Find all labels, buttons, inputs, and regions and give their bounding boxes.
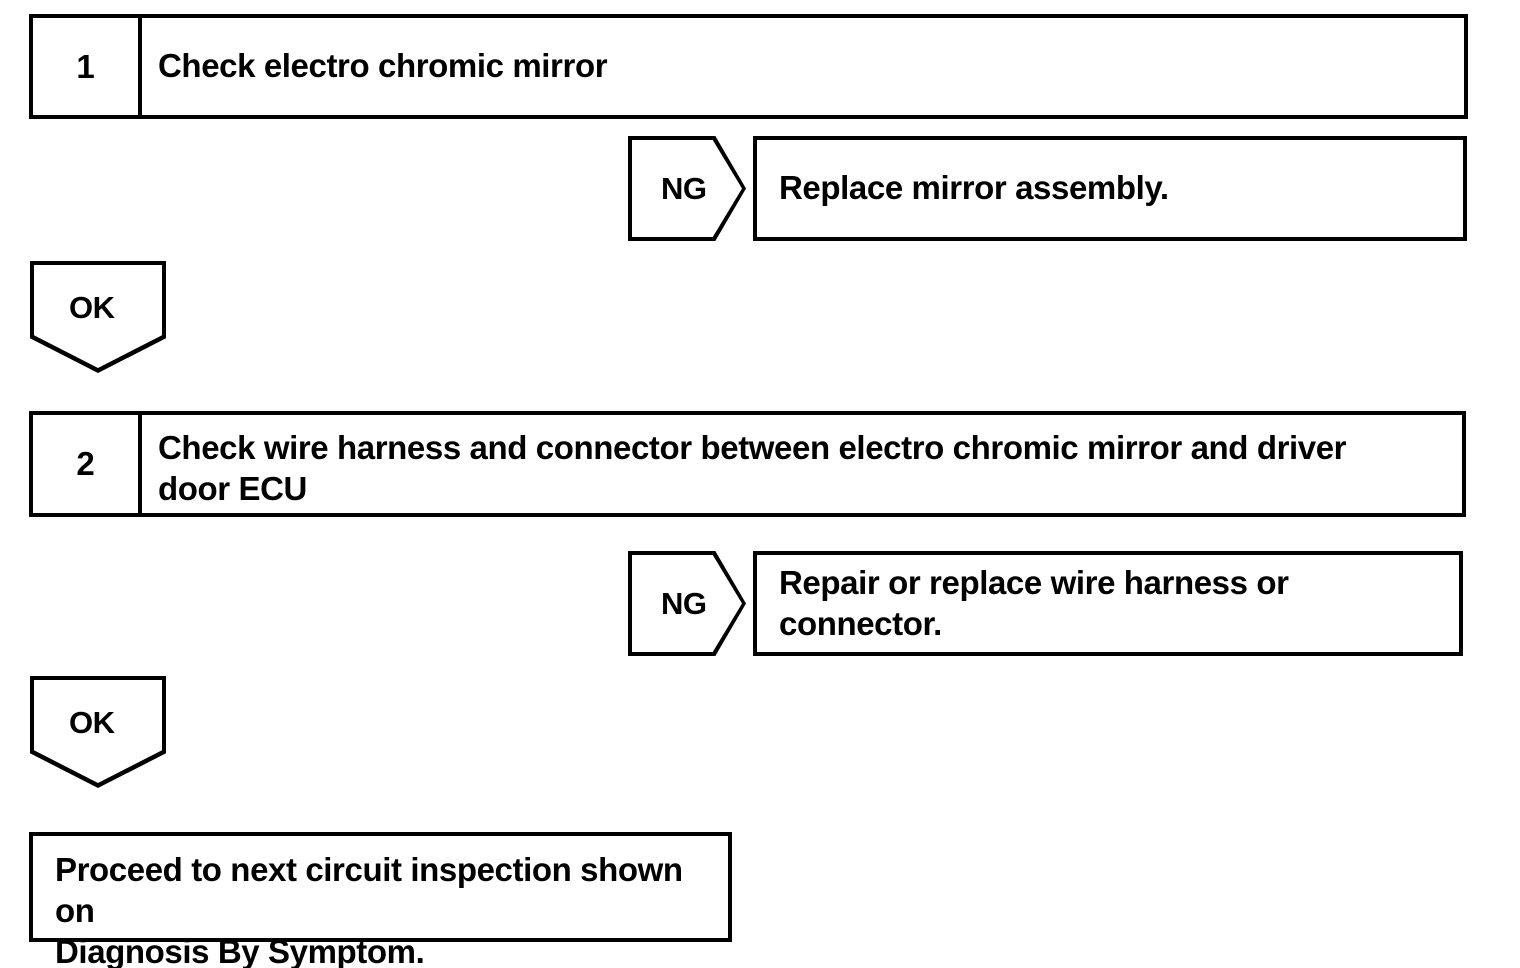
step-1-ng-arrow: NG [628, 136, 746, 241]
step-1-number: 1 [33, 18, 142, 115]
step-2-instruction: Check wire harness and connector between… [158, 429, 1347, 507]
step-1-ng-arrow-inner: NG [632, 140, 742, 237]
step-1-ng-action-box: Replace mirror assembly. [753, 136, 1467, 241]
step-2-number: 2 [33, 415, 142, 513]
final-outcome-box: Proceed to next circuit inspection shown… [29, 832, 732, 968]
step-2-ng-arrow: NG [628, 551, 746, 656]
step-2-ok-arrow: OK [30, 676, 166, 788]
step-2-ng-label: NG [661, 585, 707, 621]
step-2-ng-action-box: Repair or replace wire harness or connec… [753, 551, 1463, 656]
step-2-ng-arrow-inner: NG [632, 555, 742, 652]
step-1-box: 1 Check electro chromic mirror [29, 14, 1468, 119]
step-2-box: 2 Check wire harness and connector betwe… [29, 411, 1466, 517]
step-1-instruction: Check electro chromic mirror [158, 47, 608, 85]
step-1-ng-label: NG [661, 170, 707, 206]
step-1-ok-arrow: OK [30, 261, 166, 373]
step-2-ok-label: OK [69, 705, 115, 740]
step-1-ok-label: OK [69, 290, 115, 325]
